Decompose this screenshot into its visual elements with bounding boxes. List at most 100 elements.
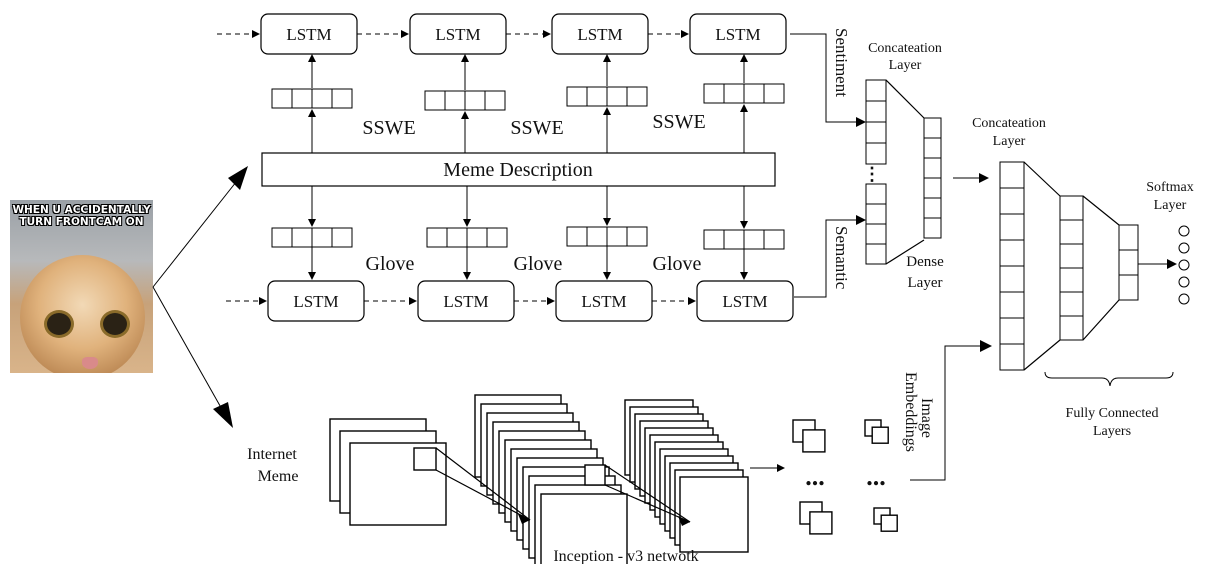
glove-vector-2 xyxy=(426,227,508,248)
concat-layer-1-label-1: Concateation xyxy=(868,41,942,56)
softmax-label-1: Softmax xyxy=(1146,180,1193,195)
kernel-2-proj-b xyxy=(604,484,691,523)
fc1-cell-6 xyxy=(1059,315,1084,341)
glove-vector-2-cell-4 xyxy=(486,227,508,248)
fc1-cell-5 xyxy=(1059,291,1084,317)
meme-description-label: Meme Description xyxy=(443,159,592,181)
top-lstm-label-4: LSTM xyxy=(715,25,760,44)
image-embeddings-label-1: Image xyxy=(918,398,935,438)
glove-vector-3-cell-2 xyxy=(586,226,608,247)
top-lstm-label-3: LSTM xyxy=(577,25,622,44)
feature-pair-3-front xyxy=(809,511,833,535)
meme-description-box xyxy=(261,152,776,187)
dense-cell-6 xyxy=(923,217,942,239)
fc2-cell-3 xyxy=(1118,274,1139,301)
cnn-stack-2-map-12 xyxy=(540,493,628,564)
concat1-top-cell-2 xyxy=(865,100,887,123)
dense-cell-3 xyxy=(923,157,942,179)
glove-vector-1-cell-3 xyxy=(311,227,333,248)
fc1-cell-2 xyxy=(1059,219,1084,245)
sswe-vector-1-cell-1 xyxy=(271,88,293,109)
dense-cell-4 xyxy=(923,177,942,199)
concat-layer-1-label-2: Layer xyxy=(889,58,922,73)
cnn-stacks xyxy=(329,394,749,564)
feature-pair-1-front xyxy=(802,429,826,453)
glove-vector-1 xyxy=(271,227,353,248)
concat1-top-cell-1 xyxy=(865,79,887,102)
image-embeddings-label-2: Embeddings xyxy=(902,372,919,452)
concat2-cell-5 xyxy=(999,265,1025,293)
kernel-1-proj-b xyxy=(435,469,531,521)
concat1-top-cell-3 xyxy=(865,121,887,144)
top-lstm-label-1: LSTM xyxy=(286,25,331,44)
fc-brace xyxy=(1044,371,1174,387)
semantic-line xyxy=(794,219,864,298)
concat-layer-2-label-2: Layer xyxy=(993,134,1026,149)
softmax-node-5 xyxy=(1178,293,1190,305)
inception-label: Inception - v3 netwotk xyxy=(553,548,698,564)
glove-label-1: Glove xyxy=(366,253,415,275)
sswe-vector-1-cell-2 xyxy=(291,88,313,109)
image-embedding-line xyxy=(910,345,988,481)
concat2-cell-7 xyxy=(999,317,1025,345)
dense-layer-label-1: Dense xyxy=(906,254,944,270)
sswe-vector-1-cell-3 xyxy=(311,88,333,109)
glove-vector-4-cell-1 xyxy=(703,229,725,250)
glove-vector-1-cell-4 xyxy=(331,227,353,248)
fc2-cell-1 xyxy=(1118,224,1139,251)
sswe-vector-2-cell-2 xyxy=(444,90,466,111)
sswe-vector-2 xyxy=(424,90,506,111)
concat1-bottom-cell-1 xyxy=(865,183,887,205)
concat2-cell-4 xyxy=(999,239,1025,267)
concat-layer-2 xyxy=(999,161,1025,371)
meme-caption-line-1: WHEN U ACCIDENTALLY xyxy=(12,204,151,216)
bottom-lstm-label-3: LSTM xyxy=(581,292,626,311)
kernel-2 xyxy=(584,464,606,486)
sswe-vector-4 xyxy=(703,83,785,104)
sswe-vector-3-cell-1 xyxy=(566,86,588,107)
glove-vector-3-cell-1 xyxy=(566,226,588,247)
concat2-cell-6 xyxy=(999,291,1025,319)
fc2-cell-2 xyxy=(1118,249,1139,276)
concat1-bottom-cell-4 xyxy=(865,243,887,265)
concat1-top-cell-4 xyxy=(865,142,887,165)
arrowhead-text xyxy=(228,166,248,190)
top-lstm-label-2: LSTM xyxy=(435,25,480,44)
sswe-vector-2-cell-4 xyxy=(484,90,506,111)
feature-pair-4-front xyxy=(880,514,898,532)
sswe-vector-3-cell-4 xyxy=(626,86,648,107)
fc1-cell-4 xyxy=(1059,267,1084,293)
sswe-vector-4-cell-4 xyxy=(763,83,785,104)
fc-layer-1 xyxy=(1059,195,1084,341)
sswe-vector-3-cell-2 xyxy=(586,86,608,107)
sswe-vector-4-cell-2 xyxy=(723,83,745,104)
sswe-vector-4-cell-3 xyxy=(743,83,765,104)
kernel-1-arrowhead xyxy=(518,514,530,524)
sswe-vector-1-cell-4 xyxy=(331,88,353,109)
concat2-cell-2 xyxy=(999,187,1025,215)
glove-vector-3 xyxy=(566,226,648,247)
sentiment-line xyxy=(790,33,864,123)
concat2-cell-8 xyxy=(999,343,1025,371)
internet-meme-label-1: Internet xyxy=(247,446,297,463)
semantic-label: Semantic xyxy=(832,226,851,290)
bottom-lstm-label-1: LSTM xyxy=(293,292,338,311)
glove-vector-1-cell-1 xyxy=(271,227,293,248)
softmax-node-4 xyxy=(1178,276,1190,288)
cat-face xyxy=(20,255,145,373)
glove-vector-3-cell-3 xyxy=(606,226,628,247)
sswe-vector-3-cell-3 xyxy=(606,86,628,107)
concat2-cell-1 xyxy=(999,161,1025,189)
glove-label-3: Glove xyxy=(653,253,702,275)
sswe-label-2: SSWE xyxy=(510,117,563,139)
fc-layer-2 xyxy=(1118,224,1139,301)
kernel-1-proj-a xyxy=(435,447,531,521)
sentiment-label: Sentiment xyxy=(832,28,851,97)
glove-vector-4 xyxy=(703,229,785,250)
sswe-vector-3 xyxy=(566,86,648,107)
glove-vector-4-cell-2 xyxy=(723,229,745,250)
dense-layer xyxy=(923,117,942,239)
